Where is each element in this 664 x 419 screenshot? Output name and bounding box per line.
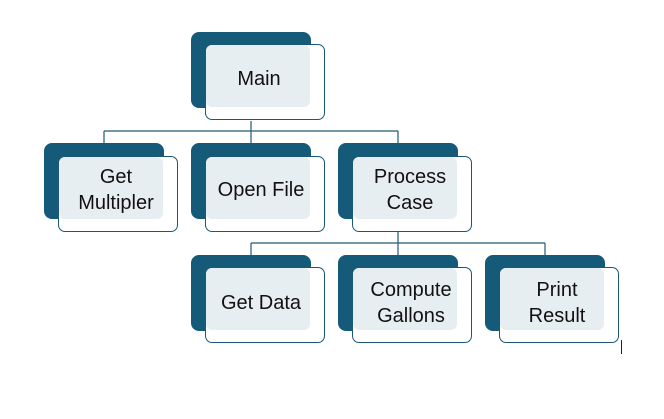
get-data-node-label: Get Data: [220, 292, 302, 314]
print-result-node-fill: [500, 268, 604, 330]
process-case-node-fill: [353, 157, 457, 219]
text-cursor-mark: [621, 340, 622, 354]
process-case-node-label: Process Case: [373, 166, 447, 214]
compute-gallons-node-fill: [353, 268, 457, 330]
get-data-node-fill: [206, 268, 310, 330]
get-multipler-node-label: Get Multipler: [78, 166, 154, 214]
print-result-node-label: Print Result: [528, 279, 586, 327]
open-file-node-label: Open File: [217, 179, 305, 201]
open-file-node-fill: [206, 157, 310, 219]
main-node-label: Main: [237, 68, 281, 90]
compute-gallons-node-label: Compute Gallons: [370, 279, 452, 327]
get-multipler-node-fill: [59, 157, 163, 219]
main-node-fill: [206, 45, 310, 107]
